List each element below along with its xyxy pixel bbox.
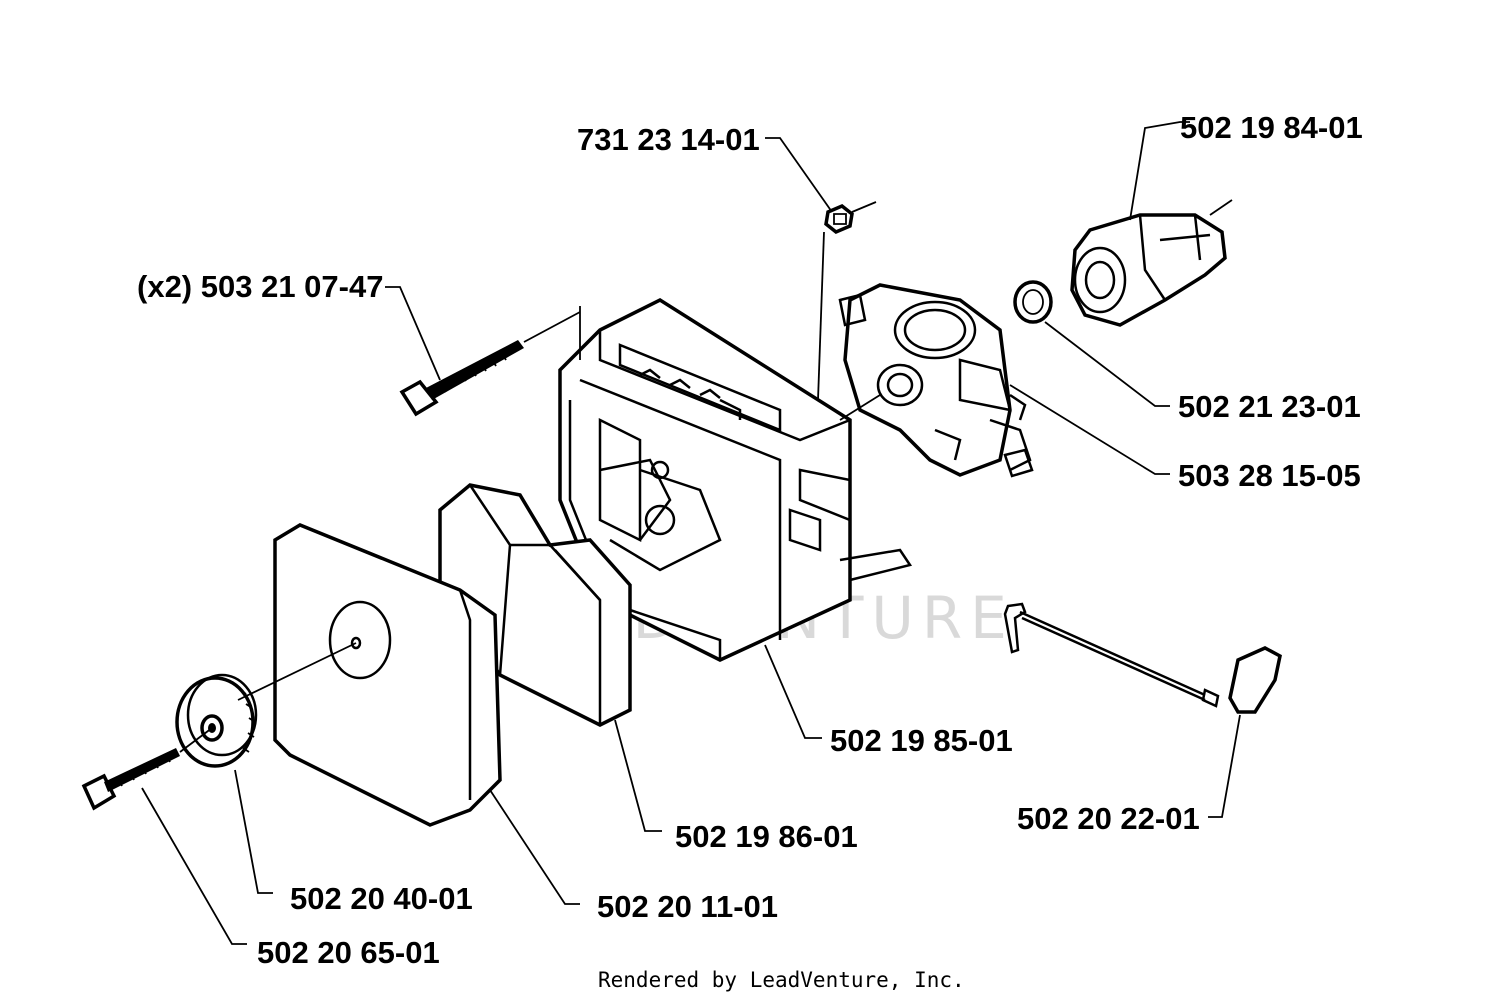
label-502-20-11-01: 502 20 11-01 (597, 889, 778, 924)
label-503-21-07-47: (x2) 503 21 07-47 (137, 269, 383, 304)
footer-credit: Rendered by LeadVenture, Inc. (598, 968, 965, 992)
label-502-19-84-01: 502 19 84-01 (1180, 110, 1363, 145)
label-502-20-22-01: 502 20 22-01 (1017, 801, 1200, 836)
label-502-21-23-01: 502 21 23-01 (1178, 389, 1361, 424)
leader-lines (141, 121, 1241, 945)
label-502-19-86-01: 502 19 86-01 (675, 819, 858, 854)
filter-cover (273, 523, 502, 827)
gasket-ring (1013, 280, 1053, 324)
intake-adapter (1070, 213, 1227, 327)
screw (81, 748, 180, 811)
carburetor (838, 283, 1034, 478)
label-502-20-65-01: 502 20 65-01 (257, 935, 440, 970)
label-502-20-40-01: 502 20 40-01 (290, 881, 473, 916)
label-502-19-85-01: 502 19 85-01 (830, 723, 1013, 758)
choke-rod (1003, 602, 1282, 714)
nut (824, 203, 854, 235)
knob (175, 673, 258, 768)
label-503-28-15-05: 503 28 15-05 (1178, 458, 1361, 493)
filter-element (438, 483, 632, 727)
label-731-23-14-01: 731 23 14-01 (577, 122, 760, 157)
air-filter-housing (558, 297, 913, 662)
cap-screw (399, 340, 524, 417)
